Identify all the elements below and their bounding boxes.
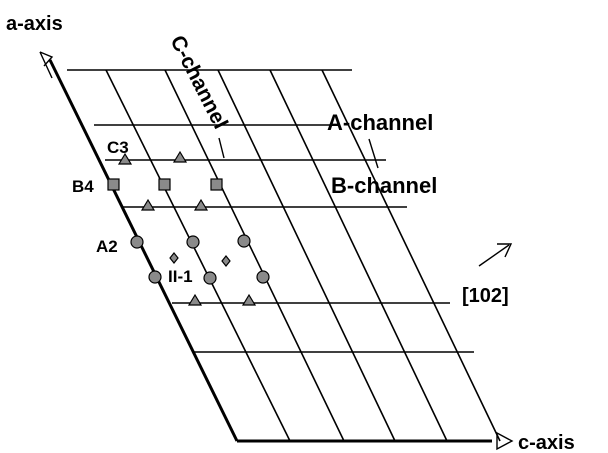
grid-col-5 bbox=[321, 69, 501, 442]
a-axis-arrow-stem bbox=[39, 51, 53, 79]
triangle-marker bbox=[172, 150, 188, 163]
a-axis-line bbox=[48, 59, 239, 442]
a-axis-label: a-axis bbox=[6, 13, 63, 35]
triangle-marker bbox=[241, 293, 257, 306]
b-channel-label: B-channel bbox=[331, 173, 437, 198]
square-marker bbox=[107, 178, 120, 191]
grid-col-4 bbox=[269, 69, 448, 442]
diamond-markers bbox=[169, 252, 231, 267]
circle-marker bbox=[130, 235, 144, 249]
circle-marker bbox=[237, 234, 251, 248]
c-channel-label: C-channel bbox=[166, 32, 233, 133]
triangle-marker bbox=[187, 293, 203, 306]
ii1-label: II-1 bbox=[168, 267, 193, 286]
direction-label: [102] bbox=[462, 285, 509, 307]
square-markers bbox=[107, 178, 223, 191]
grid-col-2 bbox=[164, 69, 345, 442]
c3-label: C3 bbox=[107, 138, 129, 157]
diamond-marker bbox=[221, 255, 231, 267]
circle-markers bbox=[130, 234, 270, 285]
a-channel-label: A-channel bbox=[327, 110, 433, 135]
diamond-marker bbox=[169, 252, 179, 264]
triangle-marker bbox=[117, 152, 133, 165]
triangle-marker bbox=[140, 198, 156, 211]
square-marker bbox=[210, 178, 223, 191]
triangle-marker bbox=[193, 198, 209, 211]
grid-col-1 bbox=[105, 69, 291, 442]
b4-label: B4 bbox=[72, 177, 94, 196]
a-axis-arrowhead bbox=[39, 51, 54, 67]
direction-arrow-line bbox=[478, 244, 510, 267]
slanted-grid-lines bbox=[105, 69, 501, 442]
circle-marker bbox=[203, 271, 217, 285]
circle-marker bbox=[256, 270, 270, 284]
c-axis-arrowhead bbox=[496, 431, 514, 451]
c-channel-pointer bbox=[218, 137, 225, 159]
a2-label: A2 bbox=[96, 237, 118, 256]
triangle-markers bbox=[117, 150, 257, 306]
c-axis-label: c-axis bbox=[518, 432, 575, 453]
direction-arrowhead bbox=[497, 243, 513, 258]
a-channel-pointer bbox=[368, 138, 379, 169]
circle-marker bbox=[186, 235, 200, 249]
square-marker bbox=[158, 178, 171, 191]
circle-marker bbox=[148, 270, 162, 284]
grid-col-3 bbox=[217, 69, 396, 442]
